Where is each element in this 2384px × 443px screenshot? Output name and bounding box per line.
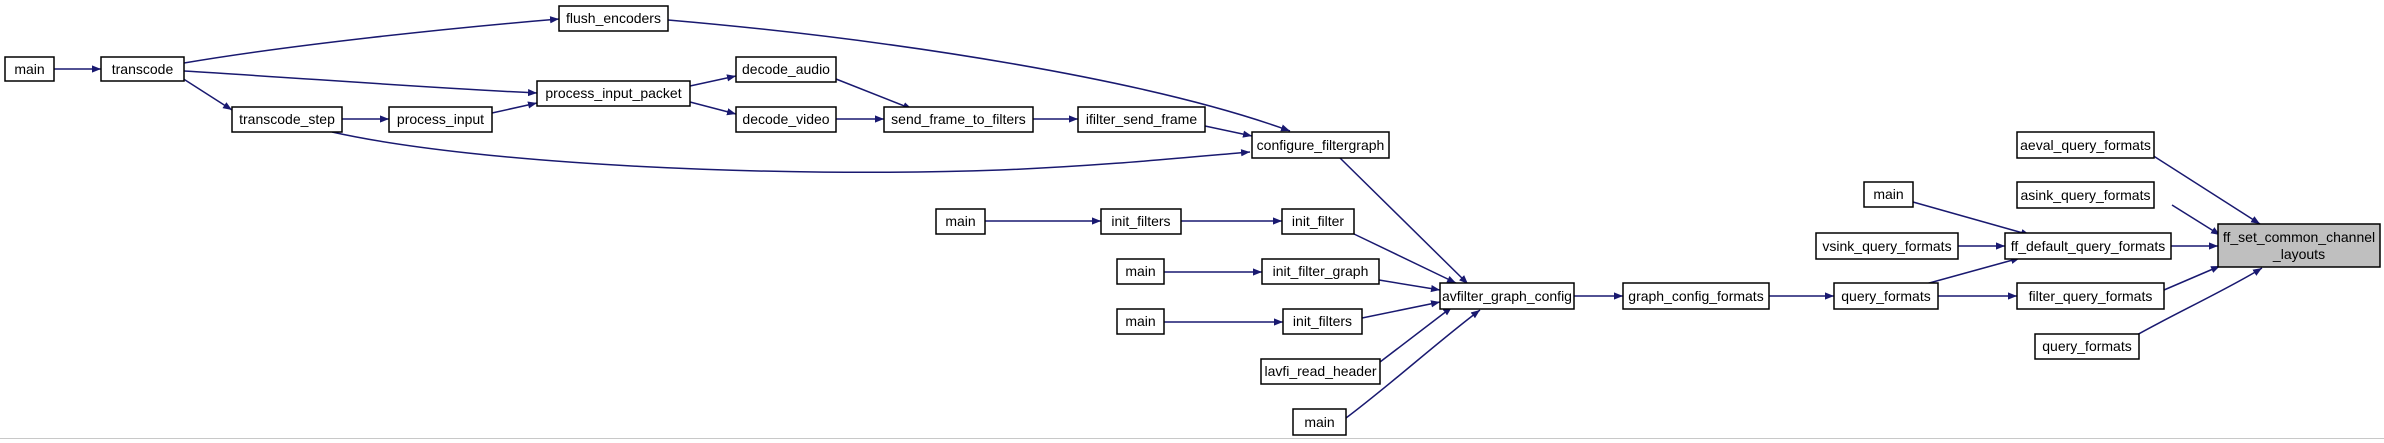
node-label: graph_config_formats	[1628, 288, 1763, 304]
edge-asink-query-formats-channel-layouts	[2171, 204, 2221, 236]
node-label: init_filters	[1293, 313, 1352, 329]
node-ifilter-send-frame[interactable]: ifilter_send_frame	[1077, 106, 1206, 133]
node-label: transcode_step	[239, 111, 335, 127]
node-label: ff_default_query_formats	[2011, 238, 2166, 254]
edge-query-formats-a-ff-default-query-formats	[1921, 256, 2021, 286]
edge-ifilter-send-frame-configure-filtergraph	[1204, 125, 1253, 138]
node-label-line-1: ff_set_common_channel	[2223, 229, 2375, 245]
node-main[interactable]: main	[4, 56, 55, 82]
bottom-divider	[0, 438, 2384, 439]
node-transcode-step[interactable]: transcode_step	[231, 106, 343, 133]
node-label: init_filters	[1111, 213, 1170, 229]
node-transcode[interactable]: transcode	[100, 56, 185, 82]
node-label: query_formats	[1841, 288, 1930, 304]
edge-aeval-query-formats-channel-layouts	[2151, 154, 2261, 225]
node-configure-filtergraph[interactable]: configure_filtergraph	[1251, 131, 1390, 159]
node-main[interactable]: main	[1292, 408, 1347, 436]
node-label: filter_query_formats	[2029, 288, 2153, 304]
node-label: asink_query_formats	[2021, 187, 2151, 203]
node-label: main	[1125, 313, 1155, 329]
node-init-filters[interactable]: init_filters	[1100, 208, 1182, 235]
node-query-formats[interactable]: query_formats	[1833, 282, 1939, 310]
node-label: main	[1304, 414, 1334, 430]
edge-filter-query-formats-channel-layouts	[2163, 265, 2221, 291]
node-main[interactable]: main	[1863, 181, 1914, 208]
edge-init-filter-graph-avfilter-graph-config	[1378, 279, 1441, 293]
edge-transcode-transcode-step	[181, 77, 233, 111]
node-label: process_input	[397, 111, 484, 127]
node-asink-query-formats[interactable]: asink_query_formats	[2016, 181, 2155, 209]
node-label: aeval_query_formats	[2020, 137, 2151, 153]
node-main[interactable]: main	[1116, 308, 1165, 335]
node-decode-video[interactable]: decode_video	[735, 106, 837, 133]
node-label: main	[945, 213, 975, 229]
node-label: ifilter_send_frame	[1086, 111, 1197, 127]
edge-main-e-avfilter-graph-config	[1345, 309, 1481, 419]
node-query-formats[interactable]: query_formats	[2034, 333, 2140, 360]
node-label: transcode	[112, 61, 174, 77]
node-flush-encoders[interactable]: flush_encoders	[558, 5, 669, 32]
node-filter-query-formats[interactable]: filter_query_formats	[2016, 282, 2165, 310]
edge-lavfi-read-header-avfilter-graph-config	[1379, 306, 1453, 363]
node-graph-config-formats[interactable]: graph_config_formats	[1622, 282, 1770, 310]
node-ff-set-common-channel-layouts[interactable]: ff_set_common_channel_layouts	[2217, 223, 2381, 268]
edge-process-input-process-input-packet	[491, 101, 538, 114]
node-label: flush_encoders	[566, 10, 661, 26]
node-label: main	[1873, 186, 1903, 202]
node-main[interactable]: main	[1116, 258, 1165, 285]
node-label: configure_filtergraph	[1257, 137, 1385, 153]
node-label: main	[14, 61, 44, 77]
node-process-input-packet[interactable]: process_input_packet	[536, 80, 691, 107]
node-aeval-query-formats[interactable]: aeval_query_formats	[2016, 131, 2155, 159]
node-lavfi-read-header[interactable]: lavfi_read_header	[1260, 358, 1381, 385]
node-init-filter[interactable]: init_filter	[1281, 208, 1355, 235]
edge-main-f-ff-default-query-formats	[1912, 201, 2031, 237]
edge-transcode-flush-encoders	[183, 16, 560, 64]
node-label-line-2: _layouts	[2272, 246, 2325, 262]
node-label: process_input_packet	[545, 85, 681, 101]
node-label: init_filter_graph	[1273, 263, 1369, 279]
node-avfilter-graph-config[interactable]: avfilter_graph_config	[1439, 282, 1575, 310]
edge-process-input-packet-decode-audio	[689, 74, 737, 87]
edge-transcode-process-input-packet	[183, 70, 538, 97]
edge-query-formats-b-channel-layouts	[2134, 267, 2263, 337]
node-send-frame-to-filters[interactable]: send_frame_to_filters	[883, 106, 1034, 133]
node-label: decode_audio	[742, 61, 830, 77]
node-label: main	[1125, 263, 1155, 279]
node-init-filter-graph[interactable]: init_filter_graph	[1261, 258, 1380, 285]
edge-configure-filtergraph-avfilter-graph-config	[1339, 157, 1469, 285]
node-ff-default-query-formats[interactable]: ff_default_query_formats	[2004, 232, 2172, 260]
node-process-input[interactable]: process_input	[388, 106, 493, 133]
node-label: lavfi_read_header	[1264, 363, 1376, 379]
node-init-filters[interactable]: init_filters	[1282, 308, 1363, 335]
edge-flush-encoders-configure-filtergraph	[667, 19, 1291, 132]
edge-init-filter-avfilter-graph-config	[1353, 233, 1457, 284]
node-label: send_frame_to_filters	[891, 111, 1026, 127]
edge-decode-audio-send-frame	[835, 78, 913, 110]
node-main[interactable]: main	[935, 208, 986, 235]
node-decode-audio[interactable]: decode_audio	[735, 56, 837, 83]
edge-transcode-step-configure-filtergraph	[331, 131, 1251, 174]
edge-init-filters-b-avfilter-graph-config	[1361, 300, 1441, 319]
node-label: decode_video	[742, 111, 829, 127]
node-label: avfilter_graph_config	[1442, 288, 1572, 304]
node-label: init_filter	[1292, 213, 1344, 229]
node-label: vsink_query_formats	[1822, 238, 1951, 254]
edge-process-input-packet-decode-video	[689, 101, 737, 116]
node-vsink-query-formats[interactable]: vsink_query_formats	[1815, 232, 1959, 260]
node-label: query_formats	[2042, 338, 2131, 354]
